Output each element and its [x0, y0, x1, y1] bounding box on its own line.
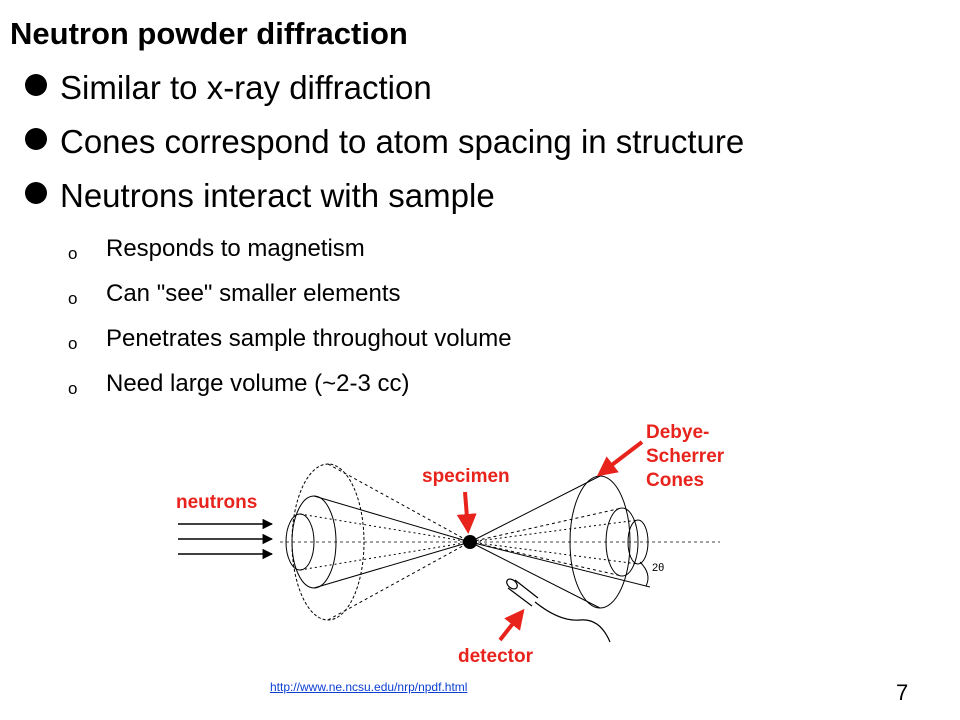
- sub-bullet-marker: o: [68, 244, 78, 263]
- sub-bullet-item: o Need large volume (~2-3 cc): [0, 367, 960, 412]
- sub-bullet-text: Penetrates sample throughout volume: [106, 325, 512, 352]
- left-cones: [285, 463, 471, 621]
- sub-bullet-item: o Can "see" smaller elements: [0, 277, 960, 322]
- slide-title: Neutron powder diffraction: [10, 16, 408, 51]
- source-link[interactable]: http://www.ne.ncsu.edu/nrp/npdf.html: [270, 680, 468, 694]
- bullet-text: Cones correspond to atom spacing in stru…: [60, 123, 745, 160]
- sub-bullet-text: Can "see" smaller elements: [106, 280, 401, 307]
- two-theta-label: 2θ: [652, 562, 664, 574]
- pointer-arrows: [456, 440, 644, 642]
- detector-label: detector: [458, 646, 534, 667]
- bullet-text: Neutrons interact with sample: [60, 177, 495, 214]
- sub-bullet-marker: o: [68, 289, 78, 308]
- sub-bullet-text: Responds to magnetism: [106, 235, 365, 262]
- sub-bullet-item: o Penetrates sample throughout volume: [0, 322, 960, 367]
- bullet-dot-icon: [25, 74, 47, 96]
- bullet-item: Neutrons interact with sample: [0, 176, 960, 230]
- sub-bullet-list: o Responds to magnetism o Can "see" smal…: [0, 232, 960, 412]
- specimen-dot: [463, 535, 477, 549]
- bullet-item: Cones correspond to atom spacing in stru…: [0, 122, 960, 176]
- neutrons-label: neutrons: [176, 492, 257, 513]
- incoming-neutron-arrows: [178, 518, 274, 560]
- bullet-item: Similar to x-ray diffraction: [0, 68, 960, 122]
- debye-label-line2: Scherrer: [646, 446, 725, 467]
- sub-bullet-item: o Responds to magnetism: [0, 232, 960, 277]
- sub-bullet-text: Need large volume (~2-3 cc): [106, 370, 410, 397]
- bullet-dot-icon: [25, 128, 47, 150]
- page-number: 7: [896, 680, 909, 705]
- bullet-text: Similar to x-ray diffraction: [60, 69, 432, 106]
- debye-label-line1: Debye-: [646, 422, 709, 443]
- sub-bullet-marker: o: [68, 334, 78, 353]
- bullet-list: Similar to x-ray diffraction Cones corre…: [0, 68, 960, 230]
- diffraction-diagram: 2θ neutrons specimen Debye- Scherrer Con…: [176, 422, 725, 667]
- debye-label-line3: Cones: [646, 470, 704, 491]
- specimen-label: specimen: [422, 466, 510, 487]
- bullet-dot-icon: [25, 182, 47, 204]
- sub-bullet-marker: o: [68, 379, 78, 398]
- detector-tube: [506, 578, 611, 643]
